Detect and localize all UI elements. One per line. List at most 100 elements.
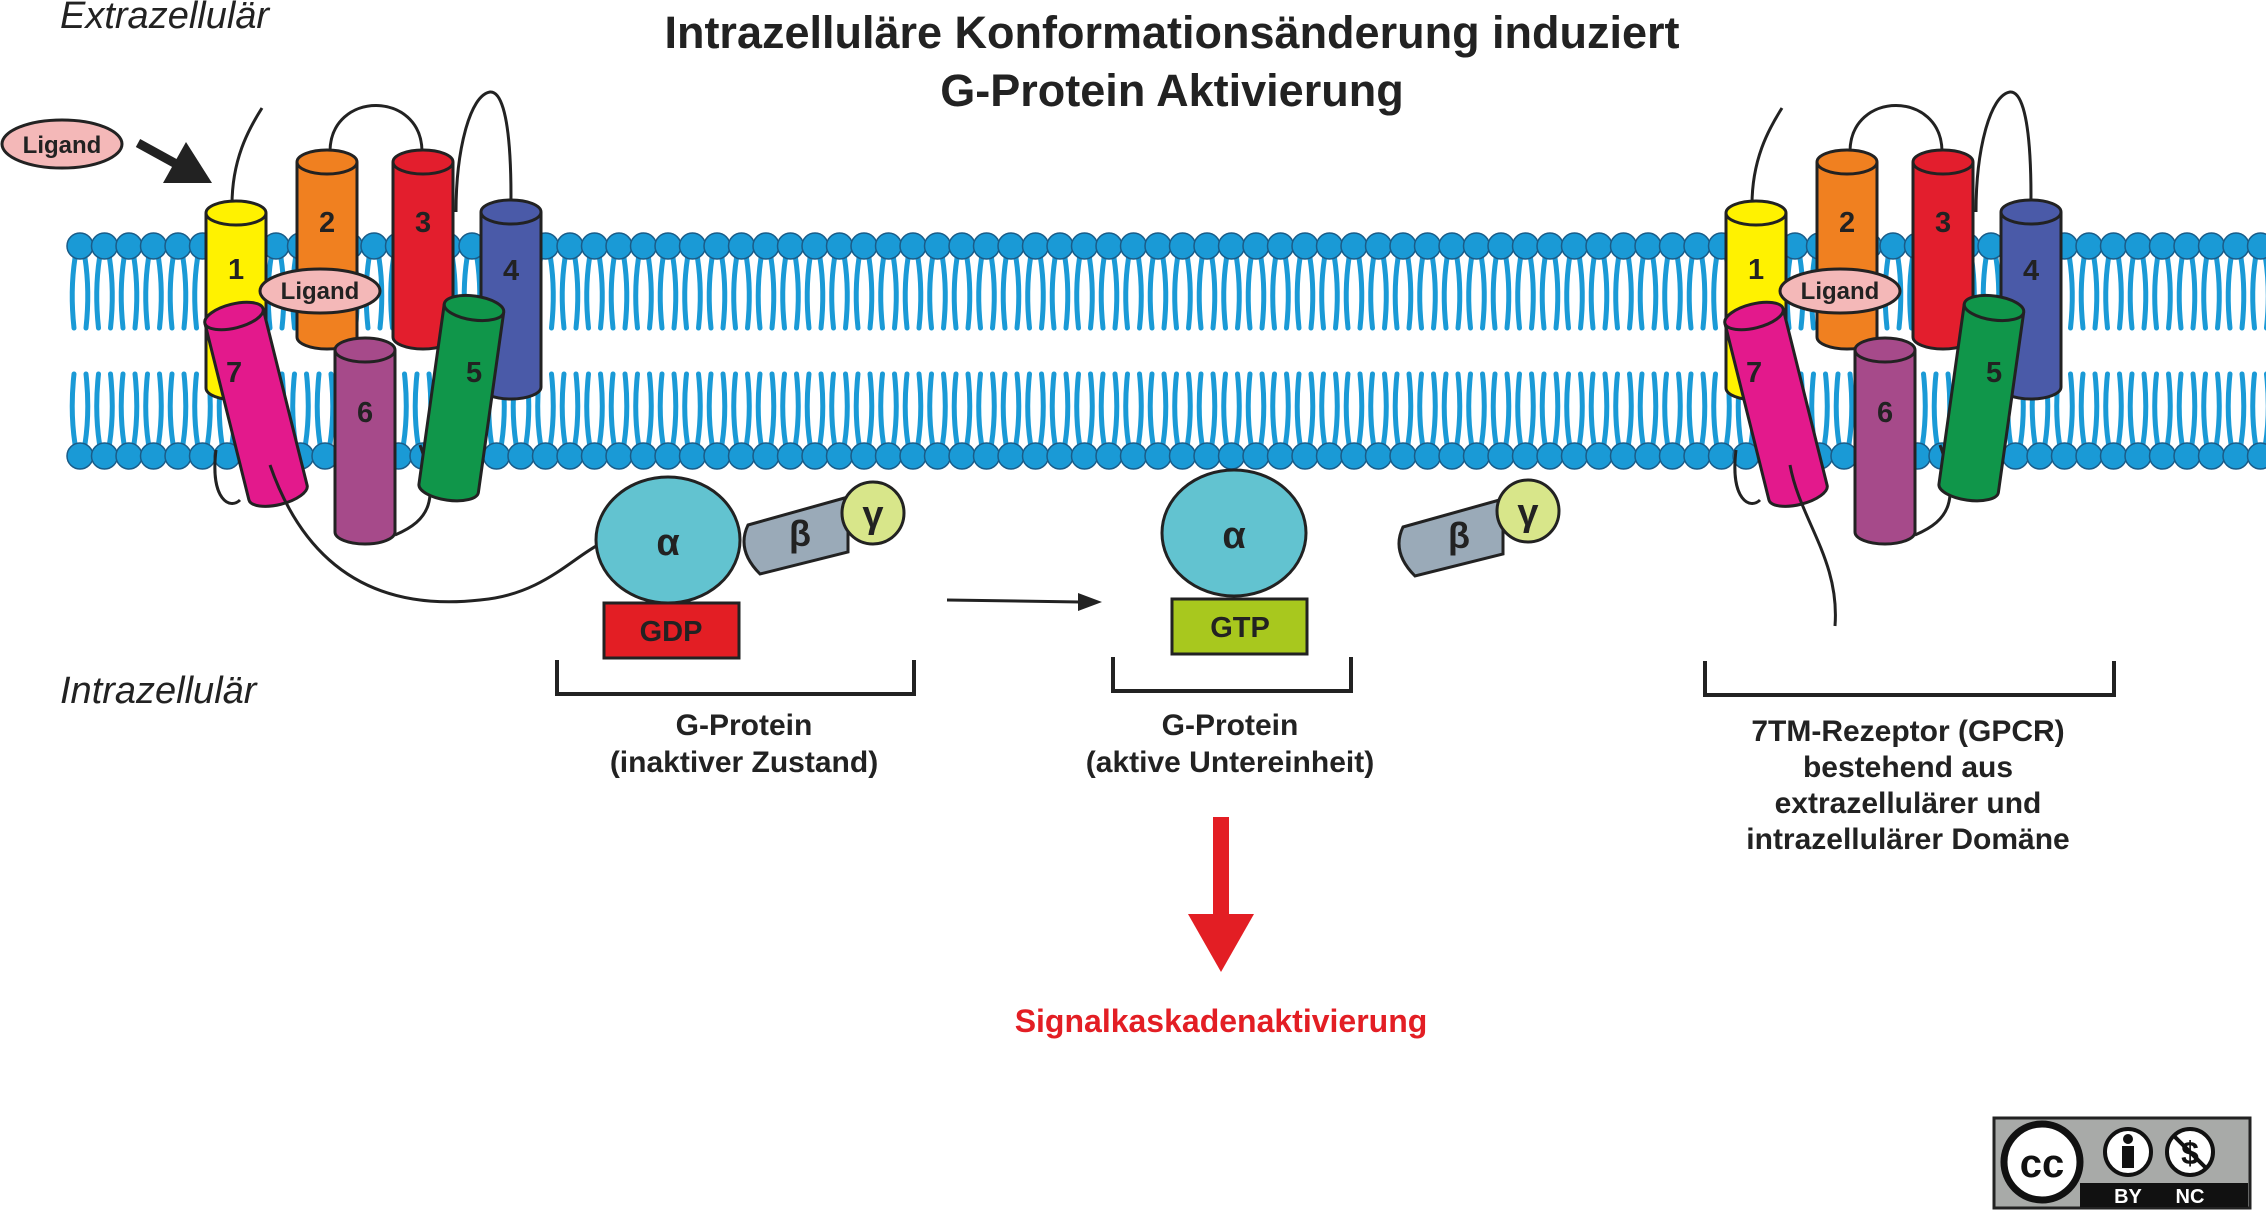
bound-ligand-label: Ligand	[1801, 278, 1880, 305]
attribution-icon	[2103, 1127, 2153, 1177]
lipid-lower	[1585, 371, 1613, 470]
lipid-lower	[1389, 371, 1417, 470]
lipid-upper	[727, 232, 756, 331]
helix-2-left-number: 2	[319, 207, 335, 239]
gdp-box	[602, 601, 741, 660]
lipid-lower	[1413, 371, 1442, 470]
lipid-lower	[311, 371, 339, 470]
lipid-lower	[2222, 371, 2250, 470]
lipid-upper	[1462, 232, 1491, 331]
lipid-lower	[1609, 371, 1638, 470]
helix-1-left-number: 1	[228, 254, 244, 286]
caption-receptor-line-3: extrazellulärer und	[1775, 787, 2042, 820]
license-by-label: BY	[2114, 1186, 2142, 1208]
helix-6-left-number: 6	[357, 397, 373, 429]
lipid-upper	[1560, 232, 1589, 331]
receptor-loops-right	[1733, 90, 2033, 537]
lipid-lower	[1536, 371, 1564, 470]
lipid-upper	[1242, 232, 1270, 331]
helix-7-left-number: 7	[226, 357, 242, 389]
lipid-lower	[1095, 371, 1123, 470]
lipid-lower	[2124, 371, 2152, 470]
gdp-label: GDP	[640, 616, 703, 648]
lipid-upper	[1609, 232, 1638, 331]
cc-icon: cc	[2000, 1120, 2084, 1204]
lipid-lower	[654, 371, 682, 470]
lipid-upper	[1168, 232, 1197, 331]
activation-arrow	[946, 593, 1102, 611]
lipid-upper	[556, 232, 584, 331]
lipid-upper	[899, 232, 927, 331]
helix-5-left-number: 5	[466, 357, 482, 389]
lipid-upper	[825, 232, 854, 331]
lipid-lower	[2099, 371, 2128, 470]
caption-receptor-line-1: 7TM-Rezeptor (GPCR)	[1751, 715, 2064, 748]
lipid-lower	[2246, 371, 2266, 470]
lipid-lower	[2148, 371, 2177, 470]
lipid-upper	[1585, 232, 1613, 331]
helix-7-right-number: 7	[1746, 357, 1762, 389]
lipid-upper	[1046, 232, 1074, 331]
bound-ligand-label: Ligand	[281, 278, 360, 305]
lipid-lower	[727, 371, 756, 470]
lipid-upper	[703, 232, 731, 331]
lipid-upper	[2197, 232, 2226, 331]
helix-5-right-number: 5	[1986, 357, 2002, 389]
gamma-label-inactive: γ	[862, 494, 883, 536]
signal-cascade-arrow	[1188, 817, 1254, 972]
license-nc-label: NC	[2176, 1186, 2205, 1208]
lipid-upper	[605, 232, 633, 331]
helix-5-right: 5	[1937, 293, 2026, 503]
alpha-label-inactive: α	[656, 522, 679, 564]
svg-text:cc: cc	[2020, 1142, 2065, 1186]
helix-3-right-number: 3	[1935, 207, 1951, 239]
lipid-lower	[164, 371, 192, 470]
lipid-lower	[1070, 371, 1099, 470]
lipid-upper	[1217, 232, 1246, 331]
lipid-upper	[776, 232, 805, 331]
lipid-upper	[1193, 232, 1221, 331]
lipid-lower	[1634, 371, 1662, 470]
helix-4-left-number: 4	[503, 255, 519, 287]
helix-2-left: 2	[295, 148, 359, 351]
receptor-intracellular-tail-right	[1788, 464, 1837, 627]
lipid-lower	[629, 371, 658, 470]
lipid-upper	[629, 232, 658, 331]
lipid-lower	[801, 371, 829, 470]
lipid-upper	[139, 232, 168, 331]
caption-inactive-line-2: (inaktiver Zustand)	[610, 746, 878, 779]
lipid-upper	[1487, 232, 1515, 331]
bound-ligand-right: Ligand	[1778, 267, 1902, 315]
lipid-upper	[1021, 232, 1050, 331]
non-commercial-icon: $	[2165, 1127, 2215, 1177]
lipid-upper	[1536, 232, 1564, 331]
lipid-lower	[1242, 371, 1270, 470]
lipid-lower	[1193, 371, 1221, 470]
gtp-box	[1170, 597, 1309, 656]
beta-subunit-active	[1397, 497, 1505, 578]
lipid-lower	[1683, 371, 1711, 470]
lipid-upper	[1291, 232, 1319, 331]
helix-6-left: 6	[333, 336, 397, 546]
lipid-upper	[801, 232, 829, 331]
helix-1-right-number: 1	[1748, 254, 1764, 286]
lipid-upper	[972, 232, 1001, 331]
caption-inactive-line-1: G-Protein	[676, 709, 813, 742]
caption-receptor-line-4: intrazellulärer Domäne	[1746, 823, 2069, 856]
lipid-lower	[1021, 371, 1050, 470]
helix-7-left: 7	[203, 300, 309, 508]
lipid-upper	[850, 232, 878, 331]
helix-3-left-number: 3	[415, 207, 431, 239]
lipid-lower	[948, 371, 976, 470]
intracellular-label: Intrazellulär	[60, 670, 258, 712]
lipid-upper	[1144, 232, 1172, 331]
lipid-upper	[923, 232, 952, 331]
lipid-lower	[1487, 371, 1515, 470]
free-ligand: Ligand	[0, 118, 124, 170]
helix-2-right: 2	[1815, 148, 1879, 351]
lipid-lower	[1830, 371, 1858, 470]
helix-2-right-number: 2	[1839, 207, 1855, 239]
free-ligand-label: Ligand	[23, 132, 102, 159]
